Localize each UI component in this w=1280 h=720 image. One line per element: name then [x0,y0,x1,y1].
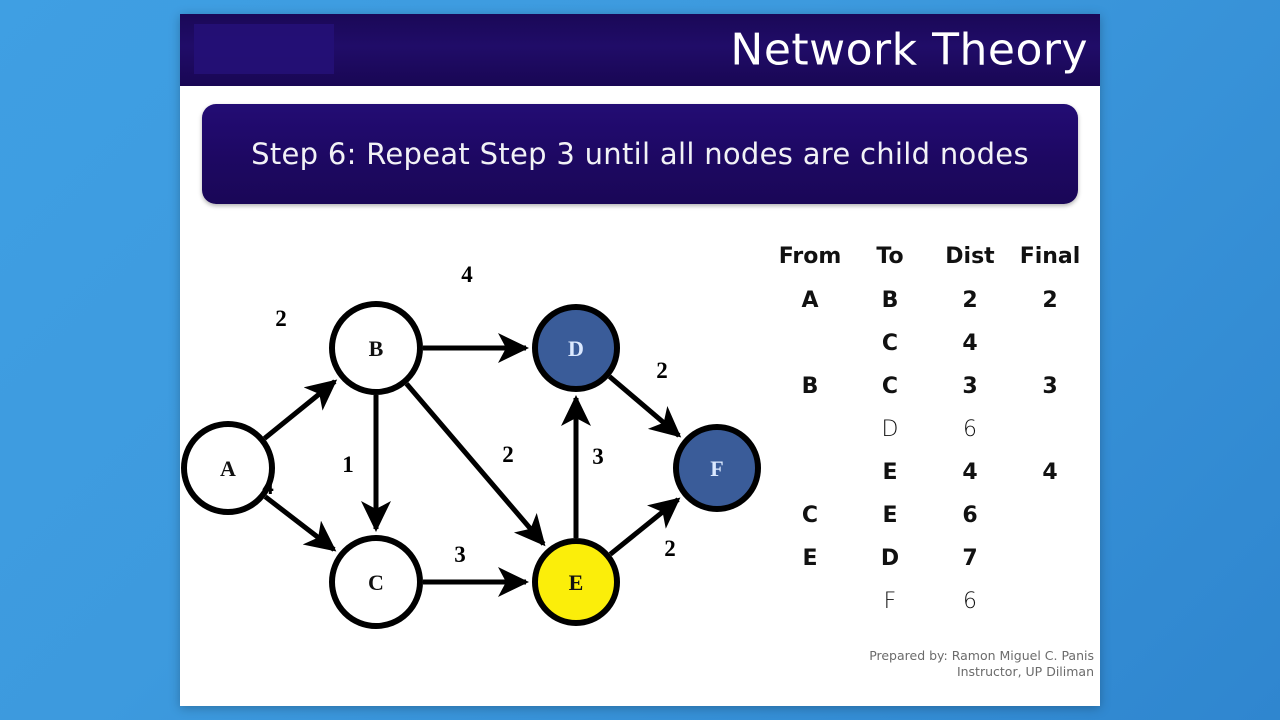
cell-final [1010,408,1090,451]
table-row: E D 7 [770,537,1090,580]
graph-node-e[interactable]: E [532,538,620,626]
cell-from [770,580,850,623]
node-circle-c [329,535,423,629]
cell-final [1010,537,1090,580]
cell-dist: 4 [962,460,978,485]
graph-node-c[interactable]: C [329,535,423,629]
header-accent-block [194,24,334,74]
graph-edges-layer [262,333,682,597]
graph-node-b[interactable]: B [329,301,423,395]
edge-weight-b-e: 2 [502,442,514,467]
table-row: B C 3 3 [770,365,1090,408]
cell-final: 2 [1042,288,1058,313]
cell-final [1010,494,1090,537]
node-circle-d [532,304,620,392]
graph-edge-d-f [607,374,682,438]
table-row: A B 2 2 [770,279,1090,322]
graph-edge-e-f [608,497,681,557]
cell-to: D [880,546,900,571]
cell-to: E [882,503,898,528]
cell-final [1010,322,1090,365]
graph-node-f[interactable]: F [673,424,761,512]
column-header-to: To [876,244,904,269]
cell-to: C [881,331,899,356]
table-header-row: From To Dist Final [770,242,1090,279]
graph-edge-labels-layer: 2 4 4 1 2 3 3 2 2 [262,262,676,567]
cell-from [770,451,850,494]
cell-to: C [881,374,899,399]
node-circle-f [673,424,761,512]
cell-to: F [883,589,897,614]
cell-dist: 6 [962,503,978,528]
footer-line-2: Instructor, UP Diliman [956,664,1094,679]
table-row: E 4 4 [770,451,1090,494]
node-label-d: D [568,336,584,361]
column-header-from: From [778,244,842,269]
cell-to: D [881,417,899,442]
cell-final: 4 [1042,460,1058,485]
cell-from [770,322,850,365]
column-header-dist: Dist [945,244,995,269]
cell-dist: 7 [962,546,978,571]
edge-weight-e-d: 3 [592,444,604,469]
slide-header-bar: Network Theory [180,14,1100,86]
graph-node-d[interactable]: D [532,304,620,392]
column-header-final: Final [1019,244,1081,269]
node-circle-e [532,538,620,626]
cell-from: B [801,374,819,399]
node-label-e: E [569,570,584,595]
edge-weight-a-b: 2 [275,306,287,331]
node-label-b: B [369,336,384,361]
cell-dist: 3 [962,374,978,399]
cell-from [770,408,850,451]
graph-edge-b-e [404,382,546,547]
network-graph: A B C D E F 2 4 4 1 2 3 3 2 2 [180,214,780,644]
node-label-f: F [710,456,723,481]
cell-to: B [881,288,899,313]
cell-final: 3 [1042,374,1058,399]
cell-from: C [801,503,819,528]
edge-weight-c-e: 3 [454,542,466,567]
step-banner-text: Step 6: Repeat Step 3 until all nodes ar… [251,137,1029,171]
cell-to: E [882,460,898,485]
slide-canvas: Network Theory Step 6: Repeat Step 3 unt… [180,14,1100,706]
graph-node-a[interactable]: A [181,421,275,515]
edge-weight-b-c: 1 [342,452,354,477]
cell-final [1010,580,1090,623]
step-banner: Step 6: Repeat Step 3 until all nodes ar… [202,104,1078,204]
graph-nodes-layer: A B C D E F [181,301,761,629]
cell-dist: 2 [962,288,978,313]
cell-dist: 6 [963,589,977,614]
graph-edge-a-b [262,379,338,441]
node-circle-b [329,301,423,395]
table-row: C E 6 [770,494,1090,537]
cell-dist: 4 [962,331,978,356]
node-circle-a [181,421,275,515]
cell-dist: 6 [963,417,977,442]
node-label-a: A [220,456,236,481]
network-graph-svg: A B C D E F 2 4 4 1 2 3 3 2 2 [181,262,761,629]
cell-from: E [802,546,818,571]
page-title: Network Theory [730,24,1088,76]
footer-attribution: Prepared by: Ramon Miguel C. Panis Instr… [869,648,1094,680]
footer-line-1: Prepared by: Ramon Miguel C. Panis [869,648,1094,663]
edge-weight-b-d: 4 [461,262,473,287]
node-label-c: C [368,570,384,595]
edge-weight-a-c: 4 [262,474,274,499]
edge-weight-e-f: 2 [664,536,676,561]
graph-edge-a-c [263,494,337,552]
edge-weight-d-f: 2 [656,358,668,383]
cell-from: A [801,288,819,313]
